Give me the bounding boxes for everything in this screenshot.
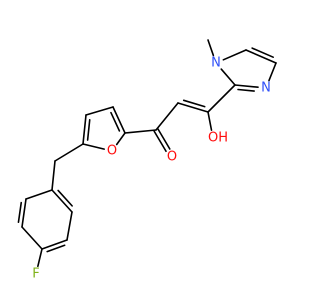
bond-b3-b4-second	[46, 244, 66, 253]
bond-b3-b4	[41, 239, 68, 250]
bond-c_i4-c_i5	[245, 49, 277, 64]
atom-label-o_co: O	[167, 150, 177, 165]
bond-f4-f5-second	[86, 118, 91, 141]
bond-b4-b5	[21, 226, 43, 250]
bond-c_en-c_al	[177, 102, 209, 113]
bond-c_en-o_h	[207, 111, 213, 131]
atom-label-fl: F	[32, 267, 39, 282]
bond-ch2-b1	[51, 160, 56, 191]
bond-me-n1	[207, 39, 215, 57]
bond-c_i2-n3	[234, 84, 259, 89]
bond-b5-b6-second	[17, 201, 23, 224]
bonds-layer	[17, 39, 277, 268]
bond-c_i4-c_i5-second	[251, 47, 274, 58]
bond-b2-b3	[66, 211, 73, 241]
atom-label-o_h: OH	[208, 131, 228, 146]
bond-n1-c_i2	[220, 68, 236, 86]
bond-f2-f3-second	[110, 111, 121, 132]
bond-b1-b2-second	[57, 189, 73, 207]
atom-labels-layer: N N OH O O F	[32, 56, 271, 282]
bond-b5-b6	[21, 198, 27, 228]
atom-label-n1: N	[211, 56, 221, 71]
atom-label-n3: N	[261, 81, 271, 96]
bond-c_i5-n1	[222, 49, 247, 61]
bond-c_co-f2	[124, 129, 157, 134]
atom-label-o_f: O	[107, 144, 117, 159]
bond-c_al-c_co	[155, 102, 179, 131]
bond-b6-b1	[25, 189, 53, 200]
bond-c_co-o_co	[153, 130, 167, 153]
bond-c_co-o_co-second	[157, 128, 171, 150]
bond-b4-fl	[37, 248, 43, 268]
molecule-canvas: N N OH O O F	[17, 39, 277, 282]
bond-b1-b2	[51, 189, 73, 213]
bond-c_en-c_al-second	[182, 99, 206, 108]
bond-c_i2-c_en	[207, 84, 236, 113]
bond-o_f-f2	[115, 132, 126, 146]
bond-f2-f3	[112, 106, 126, 134]
bond-f3-f4	[85, 106, 114, 116]
bond-f5-o_f	[82, 143, 106, 150]
bond-n3-c_i4	[268, 62, 277, 82]
structure-diagram: N N OH O O F	[17, 39, 277, 282]
bond-f4-f5	[82, 114, 87, 145]
bond-c_i2-n3-second	[237, 88, 255, 92]
bond-f5-ch2	[54, 143, 84, 162]
